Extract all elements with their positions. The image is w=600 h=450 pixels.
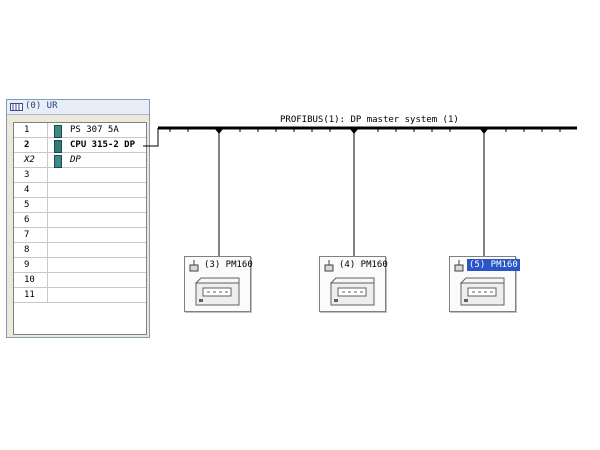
profibus-label: PROFIBUS(1): DP master system (1) <box>280 115 459 125</box>
rack-slot-row[interactable]: X2 DP <box>14 153 146 168</box>
rack-slot-row[interactable]: 10 <box>14 273 146 288</box>
bus-tap-5 <box>480 129 488 134</box>
rack-title-bar[interactable]: (0) UR <box>7 100 149 115</box>
pm160-module-icon <box>460 277 505 306</box>
rack-icon <box>10 103 23 111</box>
slot-number: 9 <box>14 258 48 272</box>
power-supply-icon <box>54 125 62 138</box>
dp-interface-icon <box>54 155 62 168</box>
slot-number: 4 <box>14 183 48 197</box>
slot-number: 8 <box>14 243 48 257</box>
slot-number: 11 <box>14 288 48 302</box>
slave-device-icon <box>454 260 464 272</box>
slot-number: 2 <box>14 138 48 152</box>
bus-tap-3 <box>215 129 223 134</box>
module-name: CPU 315-2 DP <box>70 140 136 150</box>
rack-slot-row[interactable]: 5 <box>14 198 146 213</box>
device-pm160-4[interactable]: (4) PM160 <box>319 256 388 312</box>
device-label-selected: (5) PM160 <box>467 259 520 271</box>
slot-number: X2 <box>14 153 48 167</box>
rack-slot-row[interactable]: 7 <box>14 228 146 243</box>
slot-number: 5 <box>14 198 48 212</box>
device-pm160-3[interactable]: (3) PM160 <box>184 256 253 312</box>
pm160-module-icon <box>330 277 375 306</box>
rack-slot-row[interactable]: 6 <box>14 213 146 228</box>
device-label: (4) PM160 <box>339 260 388 270</box>
bus-tap-4 <box>350 129 358 134</box>
rack-slot-row[interactable]: 9 <box>14 258 146 273</box>
rack-slot-row[interactable]: 3 <box>14 168 146 183</box>
slot-number: 6 <box>14 213 48 227</box>
pm160-module-icon <box>195 277 240 306</box>
module-name: DP <box>70 155 81 165</box>
device-label: (3) PM160 <box>204 260 253 270</box>
rack-slot-row[interactable]: 2 CPU 315-2 DP <box>14 138 146 153</box>
slot-number: 7 <box>14 228 48 242</box>
rack-slot-row[interactable]: 1 PS 307 5A <box>14 123 146 138</box>
rack-slot-row[interactable]: 11 <box>14 288 146 303</box>
slave-device-icon <box>324 260 334 272</box>
rack-slot-row[interactable]: 4 <box>14 183 146 198</box>
slot-number: 3 <box>14 168 48 182</box>
slot-number: 10 <box>14 273 48 287</box>
slot-number: 1 <box>14 123 48 137</box>
rack-slot-row[interactable]: 8 <box>14 243 146 258</box>
rack-title: (0) UR <box>25 101 58 111</box>
slave-device-icon <box>189 260 199 272</box>
cpu-icon <box>54 140 62 153</box>
device-pm160-5[interactable]: (5) PM160 <box>449 256 520 312</box>
module-name: PS 307 5A <box>70 125 119 135</box>
